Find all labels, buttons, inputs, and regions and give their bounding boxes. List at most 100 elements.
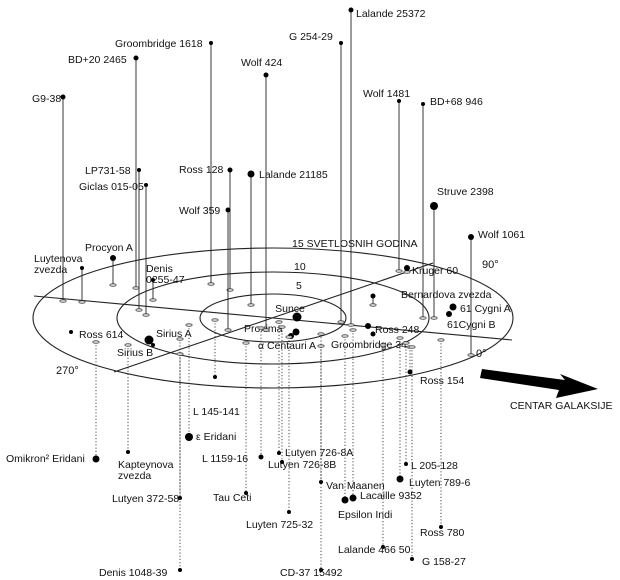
star-omikron2-eridani: Omikron² Eridani (6, 340, 100, 465)
star-bd20-2465: BD+20 2465 (68, 54, 140, 290)
star-plane-marker (419, 316, 427, 320)
star-dot (339, 41, 343, 45)
star-l145-141: L 145-141 (193, 318, 240, 418)
star-dot (258, 454, 264, 460)
star-label: Groombridge 1618 (115, 38, 203, 50)
star-plane-marker (341, 334, 349, 338)
angle-label-90: 90° (482, 259, 499, 271)
star-dot (370, 331, 376, 337)
star-label: Ross 614 (79, 329, 124, 341)
star-dot (439, 525, 443, 529)
star-dot (178, 568, 182, 572)
star-ross-154: Ross 154 (406, 345, 465, 387)
star-plane-marker (247, 303, 255, 307)
star-plane-marker (337, 320, 345, 324)
star-plane-marker (285, 335, 293, 339)
star-label: L 205-128 (411, 460, 458, 472)
star-dot (319, 480, 323, 484)
star-ross-128: Ross 128 (179, 164, 234, 292)
star-dot (133, 55, 139, 61)
star-lalande-21185: Lalande 21185 (247, 169, 328, 307)
ring-label-10: 10 (294, 261, 306, 273)
star-plane-marker (403, 270, 411, 274)
star-plane-marker (242, 341, 250, 345)
star-epsilon-indi: Epsilon Indi (338, 334, 392, 521)
star-plane-marker (78, 300, 86, 304)
star-label: Ross 780 (420, 527, 465, 539)
star-dot (247, 170, 255, 178)
star-plane-marker (135, 308, 143, 312)
star-label: LP731-58 (85, 165, 131, 177)
star-lutyen-726-8a: Lutyen 726-8A (275, 320, 353, 459)
star-label: G9-38 (32, 93, 61, 105)
star-dot (151, 343, 155, 347)
star-label: ε Eridani (196, 431, 236, 443)
star-dot (397, 99, 401, 103)
star-ross-248: Ross 248 (365, 323, 420, 336)
star-wolf-359: Wolf 359 (179, 205, 232, 332)
star-dot (341, 496, 349, 504)
star-label: Sirius A (156, 328, 192, 340)
star-label: Luyten 789-6 (409, 477, 470, 489)
star-dot (287, 510, 291, 514)
ring-label-5: 5 (296, 280, 302, 292)
star-dot (209, 41, 213, 45)
star-label: Lutyen 726-8B (268, 459, 336, 471)
star-dot (277, 451, 281, 455)
star-ross-614: Ross 614 (69, 329, 124, 341)
star-dot (319, 568, 323, 572)
star-label: BD+68 946 (430, 96, 483, 108)
star-label: Wolf 1061 (478, 229, 525, 241)
star-label: Luyten 725-32 (246, 519, 313, 531)
star-denis-1048: Denis 1048-39 (99, 352, 184, 579)
star-dot (404, 462, 408, 466)
star-label: L 145-141 (193, 406, 240, 418)
star-plane-marker (132, 286, 140, 290)
star-plane-marker (379, 343, 387, 347)
star-dot (410, 557, 414, 561)
star-label: Lutyen 726-8A (285, 447, 353, 459)
star-plane-marker (369, 303, 377, 307)
star-label: L 1159-16 (202, 453, 248, 465)
star-tau-ceti: Tau Ceti (213, 341, 252, 504)
star-plane-marker (207, 282, 215, 286)
star-lalande-25372: Lalande 25372 (347, 7, 426, 327)
star-label: Lutyen 372-58 (112, 493, 179, 505)
star-dot (151, 278, 155, 282)
star-label: 61 Cygni A (460, 303, 511, 315)
star-label: G 158-27 (422, 556, 466, 568)
star-label: Ross 248 (375, 324, 420, 336)
star-bernardova: Bernardova zvezda (369, 289, 492, 307)
star-dot (137, 168, 141, 172)
star-plane-marker (262, 328, 270, 332)
star-eps-eridani: ε Eridani (185, 323, 236, 443)
star-dot (292, 328, 300, 336)
star-groombridge-1618: Groombridge 1618 (115, 38, 215, 286)
star-label: Lalande 21185 (259, 169, 328, 181)
star-l1159-16: L 1159-16 (202, 326, 265, 465)
star-bd68-946: BD+68 946 (419, 96, 483, 320)
star-label: Tau Ceti (213, 492, 252, 504)
angle-label-270: 270° (56, 365, 79, 377)
star-61-cygni-b: 61Cygni B (446, 311, 495, 331)
ring-5-ly (199, 293, 347, 343)
star-label: Struve 2398 (437, 186, 494, 198)
star-label: Van Maanen (326, 480, 385, 492)
star-lp731-58: LP731-58 (85, 165, 143, 312)
star-label: Wolf 1481 (363, 88, 410, 100)
star-ross-780: Ross 780 (420, 338, 465, 539)
star-label: Procyon A (85, 242, 133, 254)
star-plane-marker (176, 352, 184, 356)
star-plane-marker (402, 341, 410, 345)
star-plane-marker (149, 298, 157, 302)
star-plane-marker (176, 337, 184, 341)
star-procyon: Procyon A (85, 242, 133, 287)
star-dot (244, 491, 248, 495)
ring-10-ly (116, 271, 430, 365)
star-dot (280, 460, 284, 464)
star-struve-2398: Struve 2398 (430, 186, 494, 320)
star-plane-marker (347, 323, 355, 327)
